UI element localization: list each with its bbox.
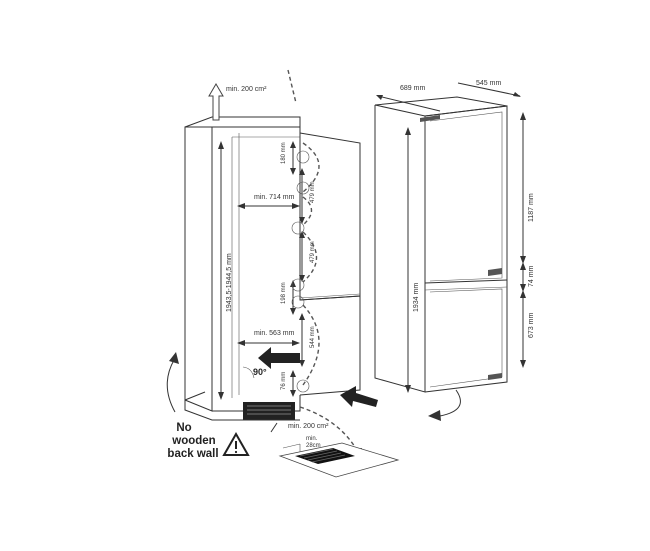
insert-arrow-left: [258, 347, 300, 369]
insert-arrow-right: [340, 386, 378, 407]
hinge-positions: 180 mm 479 mm 479 mm 198 mm 544 mm 76 mm: [281, 141, 320, 397]
rotate-arrow-left: [166, 352, 179, 413]
hinge-198-label: 198 mm: [281, 282, 287, 304]
angle-label: 90°: [253, 367, 267, 377]
hinge-544-label: 544 mm: [310, 326, 316, 348]
width-dimension: 689 mm: [376, 85, 441, 112]
base-vent-value-label: 28cm: [306, 443, 321, 449]
niche-depth-lower-dimension: min. 563 mm: [237, 330, 300, 346]
vent-top-label: min. 200 cm²: [226, 86, 267, 93]
niche-depth-dimension: min. 714 mm: [237, 194, 300, 209]
depth-dimension: 545 mm: [457, 80, 521, 97]
base-vent-grille: [243, 402, 295, 420]
warning-line-3: back wall: [167, 448, 218, 460]
hinge-76-label: 76 mm: [281, 372, 287, 390]
rotate-arrow-right: [428, 389, 461, 421]
hinge-479a-label: 479 mm: [310, 181, 316, 203]
appliance-body: [374, 96, 508, 393]
width-label: 689 mm: [400, 85, 425, 92]
bottom-vent: min. 200 cm² min. 28cm: [270, 406, 400, 478]
niche-cabinet: [184, 116, 361, 421]
lower-height-label: 673 mm: [528, 313, 535, 338]
warning-icon: [222, 431, 250, 456]
niche-depth-lower-label: min. 563 mm: [254, 330, 295, 337]
lower-height-dimension: 673 mm: [520, 290, 535, 368]
vent-bottom-label: min. 200 cm²: [288, 423, 329, 430]
hinge-180-label: 180 mm: [281, 142, 287, 164]
upper-height-dimension: 1187 mm: [520, 112, 535, 264]
angle-marker: 90°: [242, 366, 267, 379]
vent-up-arrow: [208, 83, 224, 121]
upper-height-label: 1187 mm: [528, 193, 535, 222]
niche-height-label: 1943,5-1944,5 mm: [226, 253, 233, 312]
niche-height-dimension: 1943,5-1944,5 mm: [218, 141, 233, 400]
warning-line-1: No: [176, 422, 191, 434]
warning-line-2: wooden: [171, 435, 215, 447]
niche-depth-label: min. 714 mm: [254, 194, 295, 201]
hinge-479b-label: 479 mm: [310, 241, 316, 263]
base-vent-min-label: min.: [306, 436, 318, 442]
total-height-label: 1934 mm: [413, 283, 420, 312]
middle-height-dimension: 74 mm: [520, 262, 535, 292]
no-wooden-back-wall-warning: No wooden back wall: [167, 422, 250, 460]
depth-label: 545 mm: [476, 80, 501, 87]
total-height-dimension: 1934 mm: [405, 127, 420, 393]
middle-height-label: 74 mm: [528, 265, 535, 287]
door-open-indicator-top: [287, 69, 297, 104]
